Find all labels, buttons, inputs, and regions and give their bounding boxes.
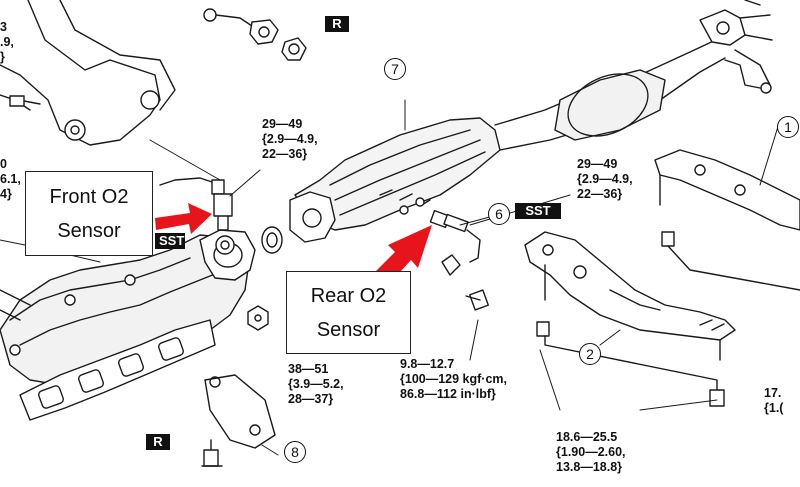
rear-o2-callout-line1: Rear O2: [310, 284, 387, 307]
part-number-2: 2: [579, 343, 601, 365]
engine-mount-bracket: [0, 0, 176, 146]
torque-spec-rear-o2: 29—49 {2.9—4.9, 22—36}: [577, 157, 633, 201]
manifold-gasket: [19, 319, 216, 421]
manifold-nut: [247, 305, 269, 331]
part-number-1: 1: [777, 116, 799, 138]
torque-spec-left-edge: 0 6.1, 4}: [0, 157, 21, 201]
crossmember-1: [654, 149, 800, 291]
leader-lines: [0, 99, 781, 456]
crossmember-2: [524, 231, 736, 407]
front-o2-callout-line2: Sensor: [57, 219, 121, 242]
bracket-bolt: [465, 289, 490, 311]
manifold-bracket-8: [201, 374, 276, 467]
sst-tag-right: SST: [515, 203, 561, 219]
torque-spec-bracket-bolt: 9.8—12.7 {100—129 kgf·cm, 86.8—112 in·lb…: [400, 357, 508, 401]
torque-spec-left-top: 3 .9, }: [0, 20, 14, 64]
part-number-6: 6: [488, 203, 510, 225]
torque-spec-crossmember: 18.6—25.5 {1.90—2.60, 13.8—18.8}: [556, 430, 626, 474]
rear-o2-sensor: [429, 209, 481, 276]
front-o2-sensor: [159, 177, 235, 255]
part-number-7: 7: [384, 58, 406, 80]
part-number-8: 8: [284, 441, 306, 463]
sst-tag-left: SST: [155, 233, 185, 249]
front-o2-arrow: [155, 203, 212, 234]
r-tag-bottom: R: [146, 434, 170, 450]
mid-pipe: [494, 0, 773, 151]
exhaust-manifold: [0, 229, 256, 386]
rear-o2-callout-line2: Sensor: [316, 318, 381, 341]
upper-pipe-gasket: [203, 8, 307, 61]
torque-spec-front-o2: 29—49 {2.9—4.9, 22—36}: [262, 117, 318, 161]
rear-o2-callout: Rear O2 Sensor: [286, 271, 411, 354]
torque-spec-right-edge: 17. {1.(: [764, 386, 784, 415]
r-tag-top: R: [325, 16, 349, 32]
front-o2-callout-line1: Front O2: [49, 185, 129, 208]
front-o2-callout: Front O2 Sensor: [25, 171, 153, 256]
catalytic-converter: [289, 117, 501, 243]
gasket-ring: [261, 226, 283, 254]
torque-spec-manifold-nuts: 38—51 {3.9—5.2, 28—37}: [288, 362, 344, 406]
